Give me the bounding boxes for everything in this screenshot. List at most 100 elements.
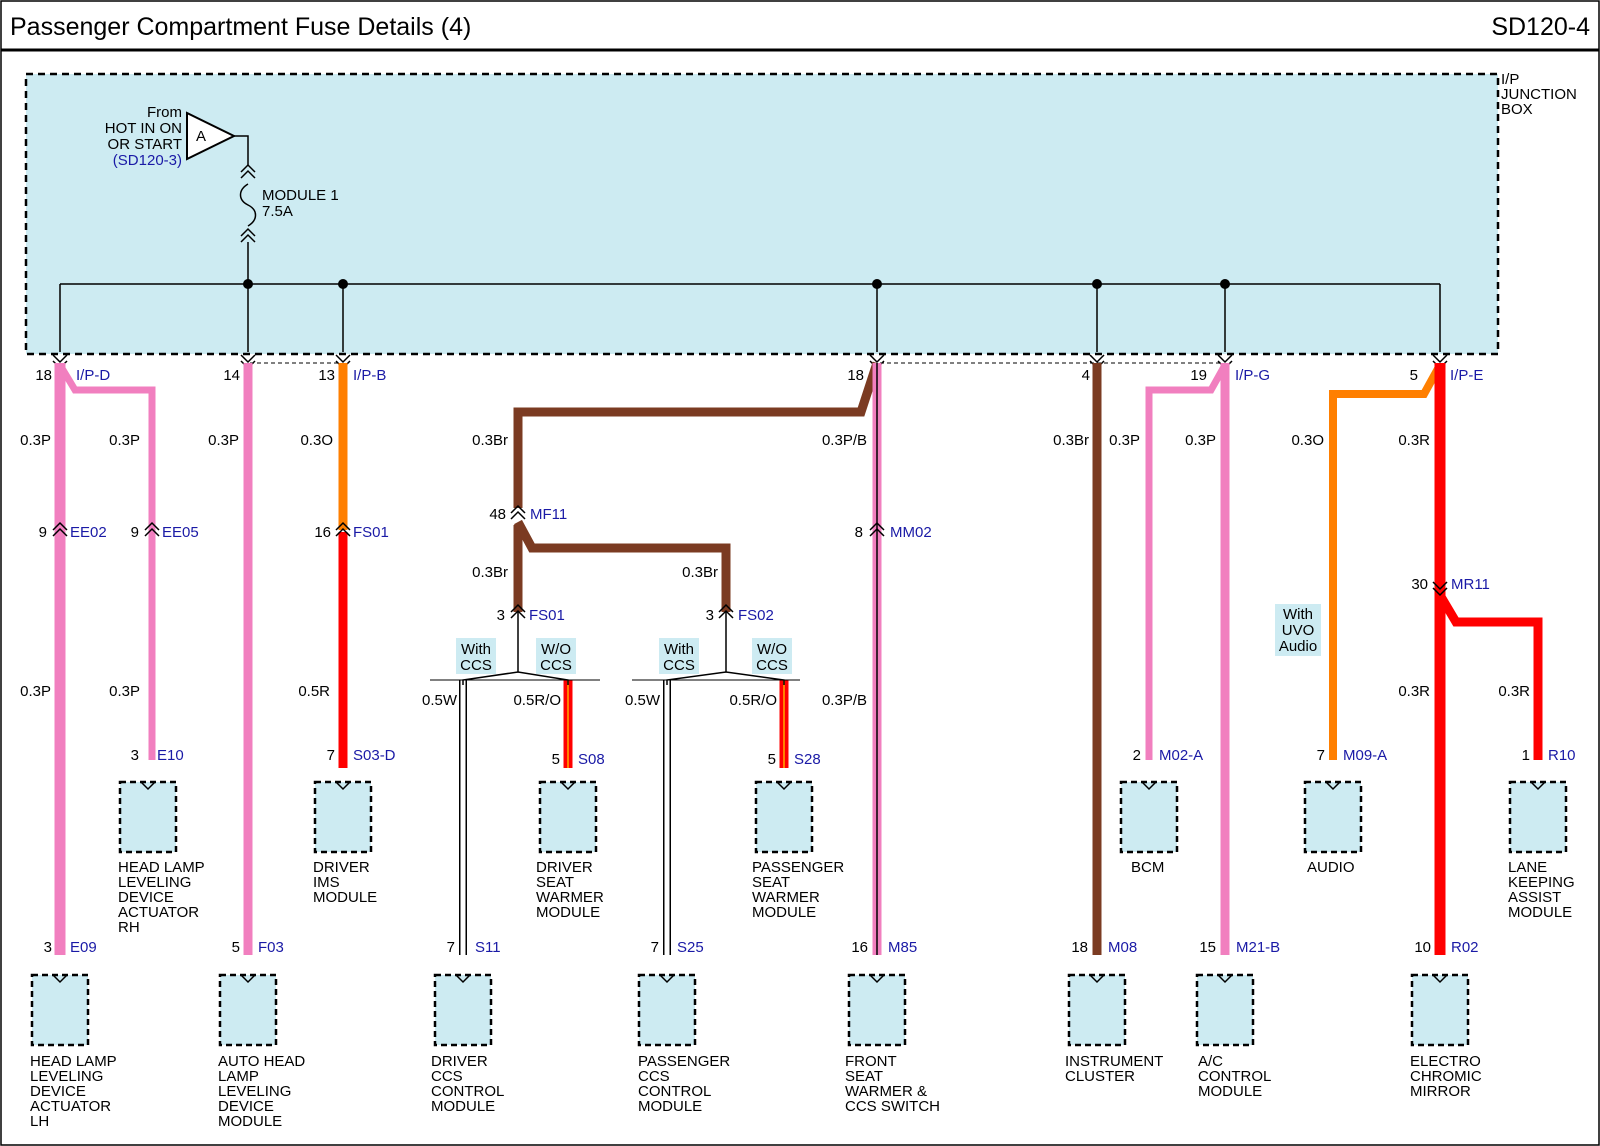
svg-text:0.3Br: 0.3Br xyxy=(472,432,508,449)
wire-mf11-brown xyxy=(513,361,882,612)
component-front-seat-warmer-switch: FRONT SEAT WARMER & CCS SWITCH xyxy=(845,973,940,1115)
connector-arrow-icon xyxy=(186,111,237,161)
svg-text:7: 7 xyxy=(1317,747,1325,764)
svg-text:5: 5 xyxy=(232,939,240,956)
wo-ccs-badge: W/O CCS xyxy=(536,638,576,674)
component-driver-ims: DRIVER IMS MODULE xyxy=(313,780,377,906)
svg-text:MIRROR: MIRROR xyxy=(1410,1083,1471,1100)
svg-text:CCS: CCS xyxy=(540,657,572,674)
svg-text:BCM: BCM xyxy=(1131,859,1164,876)
svg-text:0.3P: 0.3P xyxy=(109,432,140,449)
svg-text:DRIVER: DRIVER xyxy=(313,859,370,876)
svg-text:LAMP: LAMP xyxy=(218,1068,259,1085)
svg-text:0.3P/B: 0.3P/B xyxy=(822,432,867,449)
svg-text:30: 30 xyxy=(1411,576,1428,593)
svg-text:AUTO HEAD: AUTO HEAD xyxy=(218,1053,305,1070)
svg-text:ACTUATOR: ACTUATOR xyxy=(118,904,199,921)
power-bus xyxy=(52,242,1448,369)
svg-text:HOT IN ON: HOT IN ON xyxy=(105,120,182,137)
svg-text:18: 18 xyxy=(847,367,864,384)
svg-text:MODULE: MODULE xyxy=(1508,904,1572,921)
svg-text:S28: S28 xyxy=(794,751,821,768)
svg-text:0.3P/B: 0.3P/B xyxy=(822,692,867,709)
component-auto-head-lamp: AUTO HEAD LAMP LEVELING DEVICE MODULE xyxy=(218,973,305,1130)
svg-text:3: 3 xyxy=(706,607,714,624)
svg-text:WARMER &: WARMER & xyxy=(845,1083,927,1100)
component-audio: AUDIO xyxy=(1303,780,1363,876)
svg-text:A: A xyxy=(196,128,206,145)
svg-text:MODULE: MODULE xyxy=(218,1113,282,1130)
svg-text:SEAT: SEAT xyxy=(752,874,790,891)
svg-text:7: 7 xyxy=(651,939,659,956)
with-ccs-badge-2: With CCS xyxy=(659,638,699,674)
svg-text:With: With xyxy=(1283,606,1313,623)
svg-text:HEAD LAMP: HEAD LAMP xyxy=(118,859,205,876)
svg-text:(SD120-3): (SD120-3) xyxy=(113,152,182,169)
component-instrument-cluster: INSTRUMENT CLUSTER xyxy=(1065,973,1163,1085)
svg-text:0.3R: 0.3R xyxy=(1398,432,1430,449)
svg-text:WARMER: WARMER xyxy=(536,889,604,906)
svg-text:0.3O: 0.3O xyxy=(300,432,333,449)
svg-text:0.3Br: 0.3Br xyxy=(1053,432,1089,449)
svg-text:M09-A: M09-A xyxy=(1343,747,1387,764)
connector-labels: 18 I/P-D 14 13 I/P-B 18 4 19 I/P-G 5 I/P… xyxy=(35,367,1575,956)
component-head-lamp-lh: HEAD LAMP LEVELING DEVICE ACTUATOR LH xyxy=(30,973,117,1130)
svg-text:I/P-D: I/P-D xyxy=(76,367,110,384)
page-title: Passenger Compartment Fuse Details (4) xyxy=(10,13,471,41)
svg-text:3: 3 xyxy=(44,939,52,956)
component-passenger-ccs: PASSENGER CCS CONTROL MODULE xyxy=(637,973,730,1115)
svg-text:FRONT: FRONT xyxy=(845,1053,897,1070)
svg-text:DRIVER: DRIVER xyxy=(536,859,593,876)
svg-text:A/C: A/C xyxy=(1198,1053,1223,1070)
svg-text:0.5W: 0.5W xyxy=(625,692,661,709)
svg-text:5: 5 xyxy=(1410,367,1418,384)
fuse-rating: 7.5A xyxy=(262,203,293,220)
svg-text:0.3P: 0.3P xyxy=(1109,432,1140,449)
svg-text:CHROMIC: CHROMIC xyxy=(1410,1068,1482,1085)
svg-text:S03-D: S03-D xyxy=(353,747,396,764)
svg-text:FS01: FS01 xyxy=(353,524,389,541)
svg-text:M02-A: M02-A xyxy=(1159,747,1203,764)
wire-ro xyxy=(563,680,789,768)
svg-text:UVO: UVO xyxy=(1282,622,1315,639)
svg-text:S11: S11 xyxy=(475,939,501,956)
svg-text:0.3P: 0.3P xyxy=(20,683,51,700)
svg-text:CONTROL: CONTROL xyxy=(1198,1068,1271,1085)
svg-text:MF11: MF11 xyxy=(530,506,567,523)
fuse-icon xyxy=(239,183,257,227)
svg-text:EE02: EE02 xyxy=(70,524,107,541)
component-bcm: BCM xyxy=(1119,780,1179,876)
svg-text:WARMER: WARMER xyxy=(752,889,820,906)
svg-text:I/P: I/P xyxy=(1501,71,1519,88)
svg-text:MM02: MM02 xyxy=(890,524,932,541)
svg-text:14: 14 xyxy=(223,367,240,384)
svg-text:4: 4 xyxy=(1082,367,1090,384)
component-passenger-seat-warmer: PASSENGER SEAT WARMER MODULE xyxy=(752,780,844,921)
svg-text:IMS: IMS xyxy=(313,874,340,891)
svg-text:0.3P: 0.3P xyxy=(208,432,239,449)
svg-text:DEVICE: DEVICE xyxy=(118,889,174,906)
svg-text:0.3R: 0.3R xyxy=(1398,683,1430,700)
svg-text:AUDIO: AUDIO xyxy=(1307,859,1355,876)
svg-text:I/P-B: I/P-B xyxy=(353,367,386,384)
wire-ipg-pink xyxy=(1145,363,1230,955)
wire-ipd xyxy=(54,363,156,955)
svg-text:LEVELING: LEVELING xyxy=(118,874,191,891)
svg-text:3: 3 xyxy=(131,747,139,764)
svg-text:1: 1 xyxy=(1522,747,1530,764)
svg-text:5: 5 xyxy=(768,751,776,768)
svg-text:MR11: MR11 xyxy=(1451,576,1490,593)
svg-text:MODULE: MODULE xyxy=(1198,1083,1262,1100)
svg-text:2: 2 xyxy=(1133,747,1141,764)
svg-text:CCS: CCS xyxy=(756,657,788,674)
svg-text:MODULE: MODULE xyxy=(536,904,600,921)
svg-text:M08: M08 xyxy=(1108,939,1137,956)
svg-text:S08: S08 xyxy=(578,751,605,768)
svg-text:0.5R: 0.5R xyxy=(298,683,330,700)
component-head-lamp-rh: HEAD LAMP LEVELING DEVICE ACTUATOR RH xyxy=(118,780,205,936)
svg-text:19: 19 xyxy=(1190,367,1207,384)
svg-text:LANE: LANE xyxy=(1508,859,1547,876)
svg-text:KEEPING: KEEPING xyxy=(1508,874,1575,891)
svg-text:9: 9 xyxy=(131,524,139,541)
